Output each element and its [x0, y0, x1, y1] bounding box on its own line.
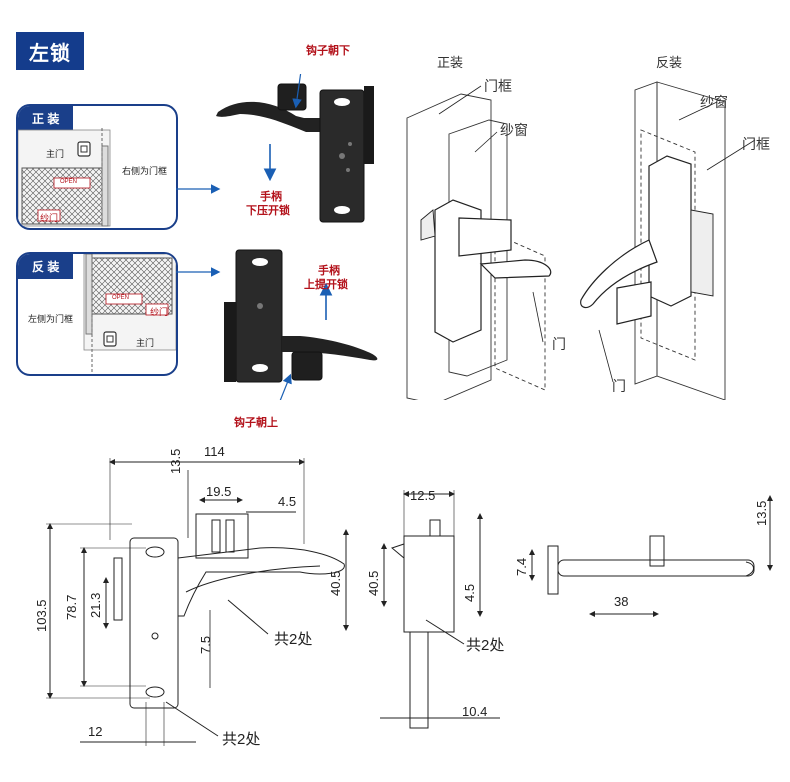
callout-press-line2: 下压开锁 — [246, 205, 290, 217]
dim-7-4: 7.4 — [514, 557, 529, 576]
callout-lift-line1: 手柄 — [318, 265, 340, 277]
iso-frame-left-label: 门框 — [484, 78, 512, 94]
iso-front-title: 正装 — [437, 55, 464, 70]
callout-hook-down: 钩子朝下 — [306, 45, 350, 57]
iso-screen-left-label: 纱窗 — [500, 122, 528, 138]
back-main-door-label: 主门 — [136, 338, 155, 348]
dim-10-4: 10.4 — [462, 704, 488, 719]
dim-21-3: 21.3 — [88, 592, 103, 618]
front-install-tab: 正 装 — [18, 106, 74, 131]
back-install-illustration — [83, 254, 176, 372]
dim-4-5-front: 4.5 — [278, 494, 297, 509]
dim-40-5-side: 40.5 — [366, 570, 381, 596]
back-screen-door-label: 纱门 — [150, 307, 169, 317]
callout-hook-up: 钩子朝上 — [234, 417, 278, 429]
iso-installation-drawing — [406, 81, 756, 400]
note-both-2-c: 共2处 — [466, 637, 505, 654]
page-title: 左锁 — [16, 32, 84, 70]
dim-13-5-front: 13.5 — [168, 448, 183, 474]
note-both-2-a: 共2处 — [274, 631, 313, 648]
iso-door-right-label: 门 — [612, 378, 626, 394]
front-install-illustration — [18, 128, 111, 228]
back-side-note: 左侧为门框 — [28, 314, 74, 324]
dim-78-7: 78.7 — [64, 594, 79, 620]
dim-19-5: 19.5 — [206, 484, 232, 499]
dim-7-5: 7.5 — [198, 635, 213, 654]
iso-frame-right-label: 门框 — [742, 136, 770, 152]
dim-13-5-top: 13.5 — [754, 500, 769, 526]
iso-door-left-label: 门 — [552, 336, 566, 352]
front-side-note: 右侧为门框 — [122, 166, 168, 176]
callout-lift-line2: 上提开锁 — [304, 279, 348, 291]
note-both-2-b: 共2处 — [222, 731, 261, 748]
product-hook-up — [224, 249, 378, 400]
dim-38: 38 — [614, 594, 629, 609]
lock-icon — [103, 331, 117, 347]
front-open-tag: OPEN — [60, 179, 78, 185]
lock-icon — [77, 141, 91, 157]
dim-40-5-front: 40.5 — [328, 570, 343, 596]
technical-drawings — [46, 458, 773, 746]
dim-114: 114 — [204, 444, 225, 459]
back-install-panel: 反 装 左侧为门框 OPEN 纱门 主门 — [16, 252, 178, 376]
back-install-tab: 反 装 — [18, 254, 74, 279]
dim-4-5-side: 4.5 — [462, 583, 477, 602]
iso-back-title: 反装 — [656, 55, 683, 70]
iso-screen-right-label: 纱窗 — [700, 94, 728, 110]
front-install-panel: 正 装 主门 右侧为门框 OPEN 纱门 — [16, 104, 178, 230]
dim-12-5: 12.5 — [410, 488, 436, 503]
front-screen-door-label: 纱门 — [40, 213, 59, 223]
back-open-tag: OPEN — [112, 295, 130, 301]
dim-103-5: 103.5 — [34, 599, 49, 632]
front-main-door-label: 主门 — [46, 149, 65, 159]
callout-press-line1: 手柄 — [260, 191, 282, 203]
dim-12: 12 — [88, 724, 103, 739]
product-hook-down — [216, 74, 374, 223]
